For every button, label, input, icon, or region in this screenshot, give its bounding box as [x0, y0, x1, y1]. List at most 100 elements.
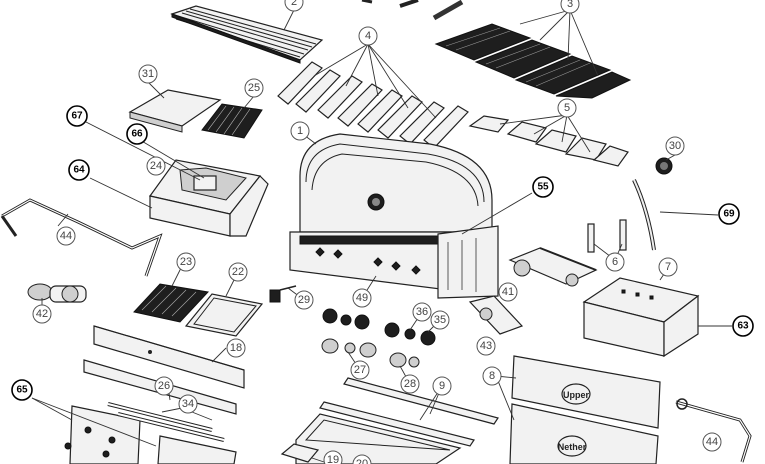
svg-text:5: 5: [564, 102, 570, 114]
svg-text:69: 69: [723, 209, 735, 220]
rod-44-right: [675, 398, 752, 463]
callout-42: 42: [32, 304, 52, 324]
callout-25: 25: [244, 78, 264, 98]
side-box-7: [582, 277, 700, 358]
igniter-43: [468, 295, 524, 335]
svg-text:27: 27: [354, 364, 366, 376]
svg-text:30: 30: [669, 140, 681, 152]
front-rail-18: [93, 325, 245, 389]
cooking-grates-3: [434, 23, 632, 99]
svg-text:28: 28: [404, 378, 416, 390]
callout-23: 23: [176, 252, 196, 272]
callout-1: 1: [290, 121, 310, 141]
callout-20: 20: [352, 454, 372, 464]
svg-text:63: 63: [737, 321, 749, 332]
svg-text:67: 67: [71, 111, 83, 122]
svg-text:6: 6: [612, 256, 618, 268]
svg-text:65: 65: [16, 385, 28, 396]
base-panels-65: [64, 405, 237, 464]
svg-text:42: 42: [36, 308, 48, 320]
side-burner-cover-31: [128, 89, 222, 133]
callout-30: 30: [665, 136, 685, 156]
callout-35: 35: [430, 310, 450, 330]
callout-8: 8: [482, 366, 502, 386]
doors-8: [509, 355, 661, 464]
heat-plates-5: [468, 115, 629, 167]
svg-text:44: 44: [60, 230, 72, 242]
side-burner-grate-25: [201, 103, 263, 139]
callout-44-right: 44: [702, 432, 722, 452]
plate-22: [184, 293, 264, 337]
callout-41: 41: [498, 282, 518, 302]
rod-44-left: [0, 198, 163, 277]
svg-text:26: 26: [158, 380, 170, 392]
control-knobs: [321, 308, 436, 368]
svg-text:25: 25: [248, 82, 260, 94]
callout-69: 69: [718, 203, 740, 225]
thermometer-30: [655, 157, 673, 175]
side-burner-body-24: [148, 159, 269, 237]
grill-head-1: [289, 133, 499, 299]
grease-cup-19: [280, 443, 320, 463]
door-label-upper: Upper: [563, 390, 590, 400]
callout-65: 65: [11, 379, 33, 401]
callout-5: 5: [557, 98, 577, 118]
svg-text:23: 23: [180, 256, 192, 268]
cross-bars-34: [107, 402, 225, 442]
flame-tamers-4: [277, 61, 469, 149]
callout-67: 67: [66, 105, 88, 127]
callout-66: 66: [126, 123, 148, 145]
callout-22: 22: [228, 262, 248, 282]
callout-7: 7: [658, 257, 678, 277]
svg-text:24: 24: [150, 160, 162, 172]
drip-rails-9: [319, 377, 499, 447]
small-rods: [361, 0, 464, 21]
svg-text:2: 2: [291, 0, 297, 8]
cooking-grate-2: [170, 5, 324, 64]
svg-text:66: 66: [131, 129, 143, 140]
svg-text:31: 31: [142, 68, 154, 80]
callout-4: 4: [358, 26, 378, 46]
callout-44-left: 44: [56, 226, 76, 246]
callout-28: 28: [400, 374, 420, 394]
svg-text:34: 34: [182, 398, 194, 410]
door-label-nether: Nether: [558, 442, 587, 452]
callout-9: 9: [432, 376, 452, 396]
svg-text:41: 41: [502, 286, 514, 298]
svg-text:7: 7: [665, 261, 671, 273]
svg-text:19: 19: [327, 454, 339, 464]
valve-manifold-41: [508, 247, 598, 287]
svg-text:18: 18: [230, 342, 242, 354]
callout-36: 36: [412, 302, 432, 322]
svg-text:22: 22: [232, 266, 244, 278]
callout-24: 24: [146, 156, 166, 176]
callout-6: 6: [605, 252, 625, 272]
callout-18: 18: [226, 338, 246, 358]
callout-49: 49: [352, 288, 372, 308]
callout-64: 64: [68, 159, 90, 181]
callout-26: 26: [154, 376, 174, 396]
svg-text:55: 55: [537, 182, 549, 193]
svg-text:20: 20: [356, 458, 368, 464]
svg-text:35: 35: [434, 314, 446, 326]
regulator-42: [27, 283, 87, 303]
svg-text:4: 4: [365, 30, 371, 42]
side-burner-23: [133, 283, 210, 323]
callout-19: 19: [323, 450, 343, 464]
callout-2: 2: [284, 0, 304, 12]
callout-31: 31: [138, 64, 158, 84]
svg-text:49: 49: [356, 292, 368, 304]
callout-34: 34: [178, 394, 198, 414]
svg-text:29: 29: [298, 294, 310, 306]
callout-27: 27: [350, 360, 370, 380]
svg-text:3: 3: [567, 0, 573, 10]
callout-43: 43: [476, 336, 496, 356]
knob-part-29: [269, 285, 297, 303]
callout-55: 55: [532, 176, 554, 198]
svg-text:1: 1: [297, 125, 303, 137]
svg-text:9: 9: [439, 380, 445, 392]
gas-pipe-69: [632, 179, 656, 251]
svg-text:43: 43: [480, 340, 492, 352]
